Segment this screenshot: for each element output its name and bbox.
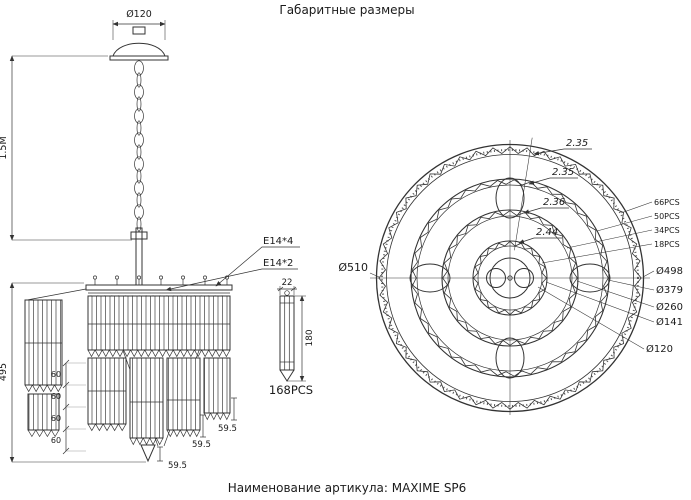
canopy-diameter-dimension: Ø120 [112,9,166,40]
ring-gap-label-3: 2.44 [536,227,558,238]
petal-crystals [409,177,611,379]
crystal-count-label: 168PCS [269,383,313,397]
ring-count-label-1: 50PCS [654,212,680,221]
ring-gap-label-0: 2.35 [566,138,588,149]
body-height-label: 495 [0,363,9,381]
side-view: Ø120 [0,9,315,471]
ring-diameter-label-4: Ø120 [646,343,673,355]
ring-count-callouts: 66PCS 50PCS 34PCS 18PCS [541,198,680,264]
stem [130,227,148,286]
tier-offset-label-2: 60 [51,414,61,423]
article-name: Наименование артикула: MAXIME SP6 [228,481,467,495]
ring-gap-label-2: 2.36 [543,197,565,208]
chain-length-dimension: 1.5M [0,55,132,241]
crystal-width-label: 22 [282,278,293,288]
ring-diameter-label-0: Ø498 [656,265,683,277]
sheet-title: Габаритные размеры [279,3,414,17]
socket-callouts: E14*4 E14*2 [165,236,300,292]
ring-gap-label-1: 2.35 [552,167,574,178]
ring-diameter-label-1: Ø379 [656,284,683,296]
ring-count-label-2: 34PCS [654,226,680,235]
drop-length-label-1: 59.5 [192,440,211,450]
chain-length-label: 1.5M [0,136,9,159]
overall-diameter-label: Ø510 [338,261,368,274]
drop-length-label-0: 59.5 [218,424,237,434]
ring-diameter-label-2: Ø260 [656,301,683,313]
tier-offset-dimensions: 60 60 60 60 [51,359,86,455]
ring-gap-dimensions: 2.35 2.35 2.36 2.44 [514,137,592,251]
ring-diameter-label-3: Ø141 [656,316,683,328]
drop-length-label-2: 59.5 [168,461,187,471]
socket-outer-label: E14*4 [263,236,293,247]
tier-offset-label-3: 60 [51,436,61,445]
chain [134,60,144,232]
canopy-diameter-label: Ø120 [126,9,152,20]
crystal-detail: 22 180 168PCS [269,278,315,397]
tier-offset-label-0: 60 [51,370,61,379]
crystal-ring-scallops [378,146,642,410]
tier-offset-label-1: 60 [51,392,61,401]
plate-hooks [93,275,229,285]
socket-inner-label: E14*2 [263,258,293,269]
lamp-sockets [486,268,534,288]
diameter-callouts: Ø510 Ø498 Ø379 Ø260 Ø141 Ø120 [338,261,683,355]
ring-count-label-3: 18PCS [654,240,680,249]
drop-length-dimensions: 59.5 59.5 59.5 [157,397,237,471]
bottom-drop-crystal [140,444,156,463]
body-height-dimension: 495 [0,282,146,463]
ring-count-label-0: 66PCS [654,198,680,207]
crystal-length-label: 180 [305,329,315,346]
crystal-tiers [24,295,231,446]
canopy [109,26,169,61]
top-view: 2.35 2.35 2.36 2.44 66PCS 50PCS 34PCS 18… [338,137,683,415]
